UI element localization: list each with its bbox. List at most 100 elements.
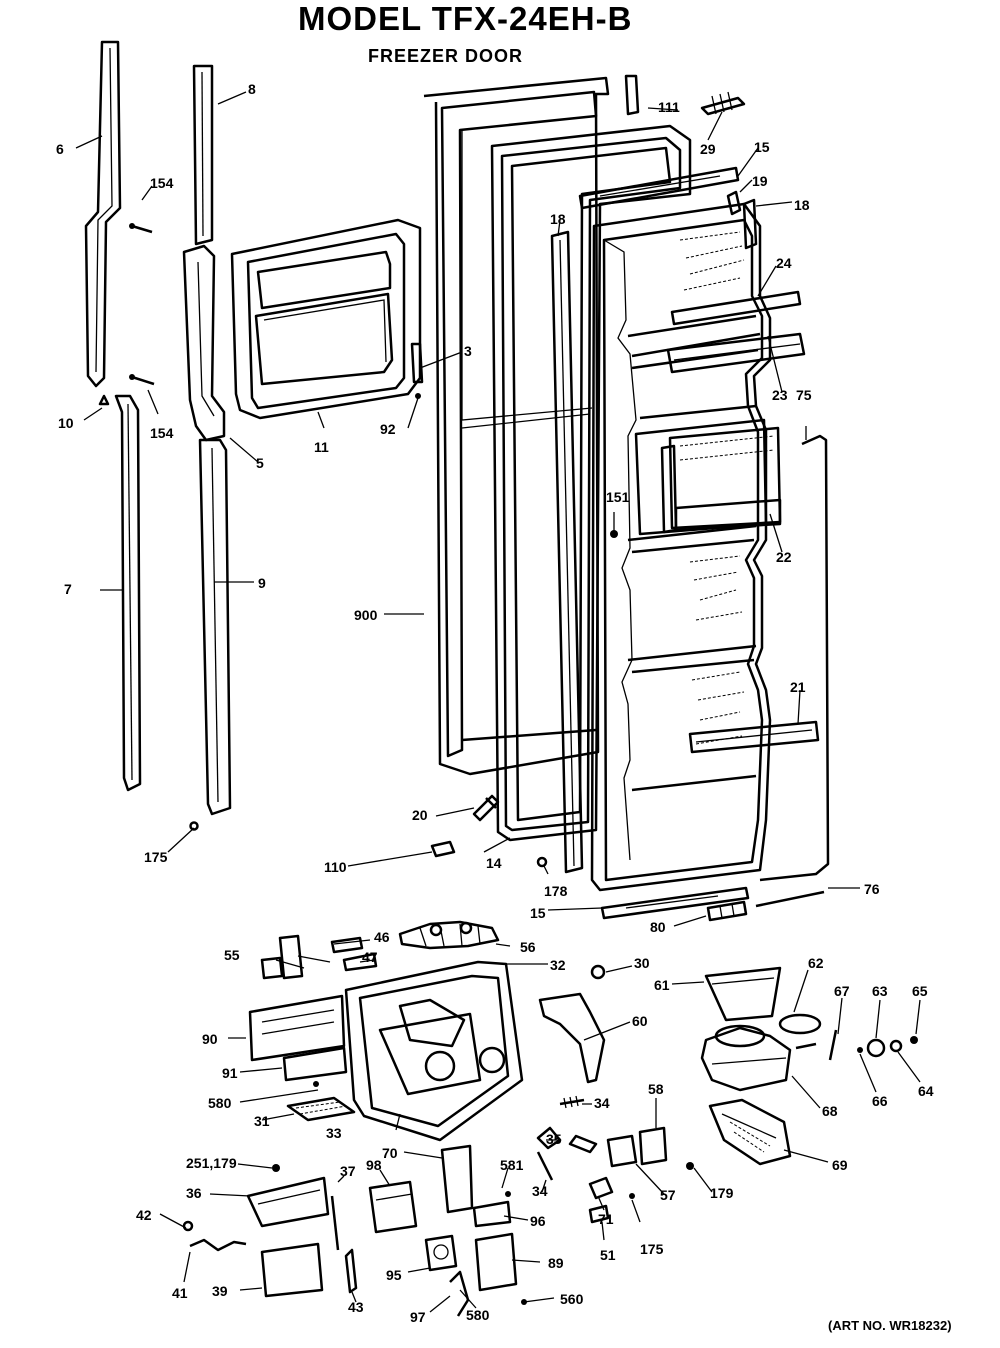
callout-63: 63 [872,983,888,999]
part-179-screw [686,1162,694,1170]
callout-64: 64 [918,1083,934,1099]
callout-29: 29 [700,141,716,157]
callout-97: 97 [410,1309,426,1325]
part-5-hinge-trim [182,244,226,442]
callout-37: 37 [340,1163,356,1179]
callout-8: 8 [248,81,256,97]
callout-60: 60 [632,1013,648,1029]
callout-62: 62 [808,955,824,971]
callout-21: 21 [790,679,806,695]
callout-47: 47 [362,949,378,965]
part-34-spring-upper [559,1095,585,1109]
part-111-clip [624,74,640,116]
callout-61: 61 [654,977,670,993]
art-number: (ART NO. WR18232) [828,1318,952,1333]
callout-251-179: 251,179 [186,1155,237,1171]
callout-10: 10 [58,415,74,431]
part-22-shelf [668,426,782,532]
callout-71: 71 [598,1211,614,1227]
callout-3: 3 [464,343,472,359]
callout-33: 33 [326,1125,342,1141]
part-29-spring-clip [700,91,746,116]
part-75-gasket-side [759,434,830,882]
callout-580-upper: 580 [208,1095,232,1111]
part-71-cam [588,1176,614,1200]
callout-36: 36 [186,1185,202,1201]
callout-35: 35 [546,1131,562,1147]
part-11-dispenser-frame [230,218,422,420]
part-67-spring [795,1029,838,1061]
diagram-subtitle: FREEZER DOOR [368,46,524,66]
part-62-gasket [778,1013,822,1035]
part-80-hinge-clip [706,900,748,922]
callout-76: 76 [864,881,880,897]
part-9-trim-lower [198,438,232,816]
part-21-shelf [688,720,820,754]
part-178-screw [536,856,548,868]
part-66-washer [857,1047,863,1053]
callout-32: 32 [550,957,566,973]
callout-178: 178 [544,883,568,899]
callout-43: 43 [348,1299,364,1315]
part-42-screw [182,1220,194,1232]
part-15-rail-lower [600,886,750,920]
callout-154-lower: 154 [150,425,174,441]
callout-42: 42 [136,1207,152,1223]
part-70-bracket [440,1144,474,1214]
part-92-screw [415,393,421,399]
callout-6: 6 [56,141,64,157]
callout-65: 65 [912,983,928,999]
callout-15-upper: 15 [754,139,770,155]
part-65-cap [910,1036,918,1044]
part-15-rail-upper [578,166,740,210]
part-18-strip-right [742,198,758,250]
callout-51: 51 [600,1247,616,1263]
callout-110: 110 [324,859,347,875]
part-57-switch [606,1134,638,1168]
callout-57: 57 [660,1187,676,1203]
callout-23: 23 [772,387,788,403]
callout-89: 89 [548,1255,564,1271]
callout-68: 68 [822,1103,838,1119]
callout-11: 11 [314,439,329,455]
part-110-stop [430,840,456,858]
callout-22: 22 [776,549,792,565]
part-30-grommet [590,964,606,980]
part-580-screw-upper [313,1081,319,1087]
callout-560: 560 [560,1291,584,1307]
part-151-screw [610,530,618,538]
part-47-bracket [342,952,378,972]
part-7-trim-lower [114,394,142,792]
callout-96: 96 [530,1213,546,1229]
leader-lines [75,91,921,1313]
part-24-shelf [670,290,802,326]
callout-151: 151 [606,489,630,505]
part-69-motor-cover [708,1098,792,1166]
part-19-bracket [726,190,742,216]
part-64-knob [889,1039,903,1053]
part-76-gasket-bottom [755,890,825,908]
callout-92: 92 [380,421,396,437]
callout-19: 19 [752,173,768,189]
part-96-switch [472,1200,512,1228]
callout-900: 900 [354,607,378,623]
part-46-bracket [330,936,364,954]
part-90-cover [248,994,346,1062]
callout-154-upper: 154 [150,175,174,191]
part-43-clip [344,1248,358,1294]
callout-18-strip: 18 [550,211,566,227]
callout-9: 9 [258,575,266,591]
part-56-harness [398,920,500,950]
part-251-179-screws [272,1164,280,1172]
callout-75: 75 [796,387,812,403]
part-55-switch [260,934,331,980]
part-154-screw-lower [129,374,155,386]
callout-34-lower: 34 [532,1183,548,1199]
callout-15-lower: 15 [530,905,546,921]
part-97-wire [449,1270,470,1317]
part-32-housing [344,960,524,1142]
callout-580-lower: 580 [466,1307,490,1323]
part-37-rod [330,1195,340,1251]
callout-581: 581 [500,1157,524,1173]
